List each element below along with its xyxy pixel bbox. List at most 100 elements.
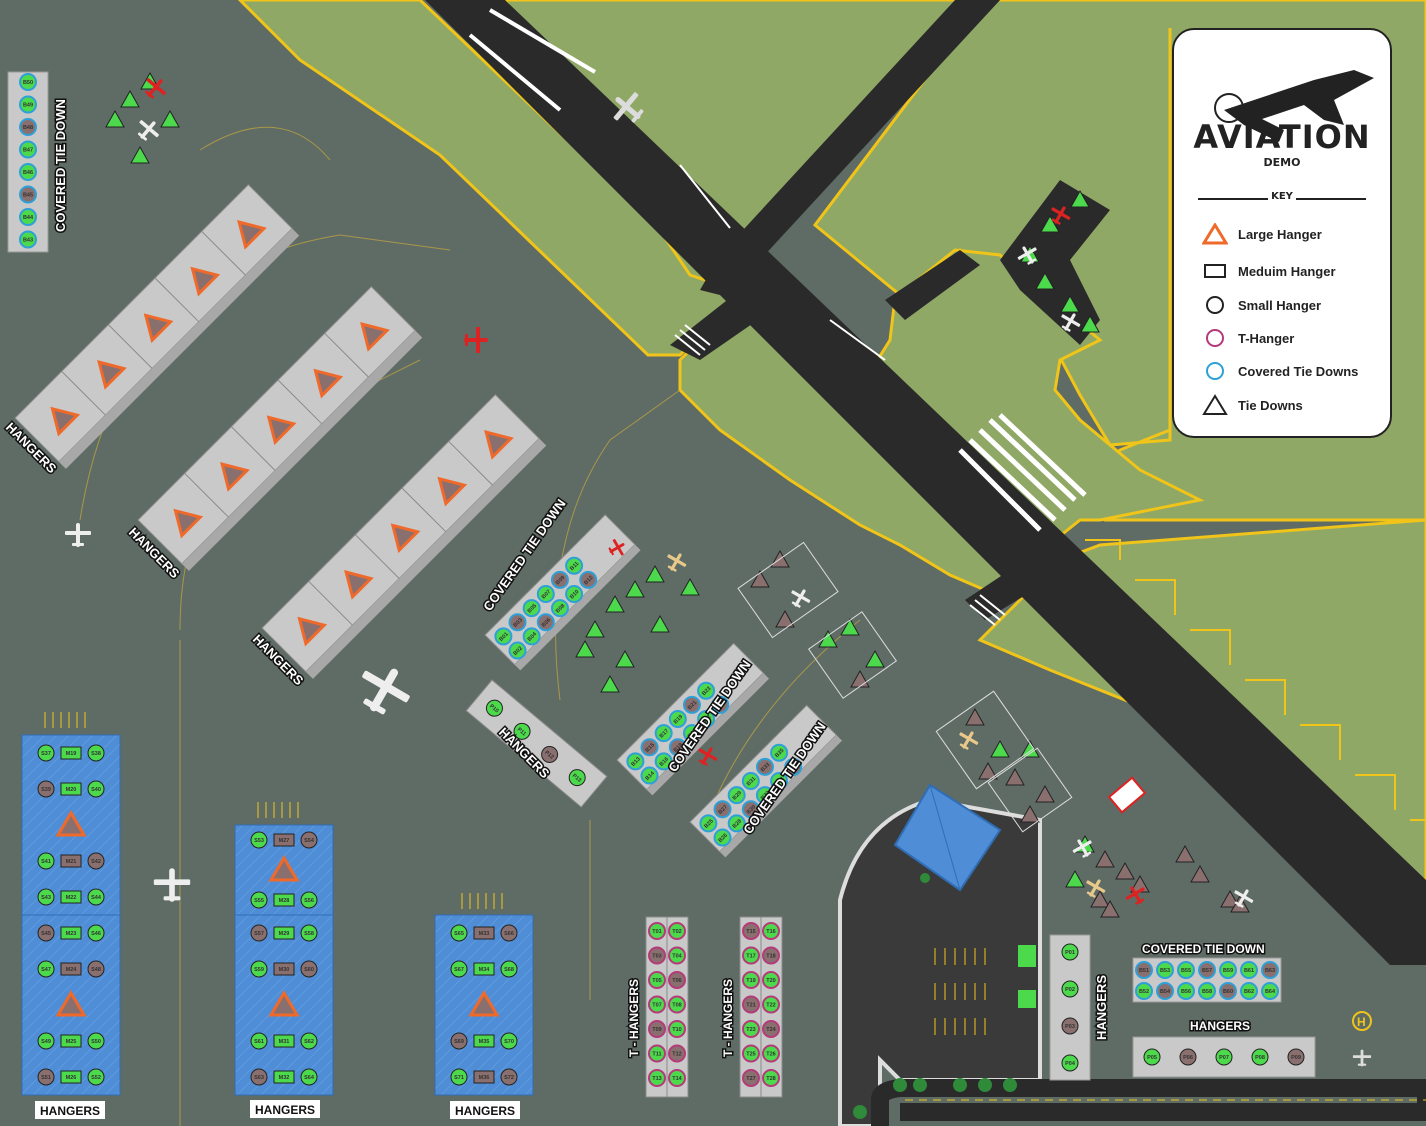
small-hanger-slot[interactable]: S61 [250, 1032, 268, 1050]
small-hanger-slot[interactable]: S55 [250, 891, 268, 909]
medium-hanger-slot[interactable]: M20 [60, 782, 82, 796]
small-hanger-slot[interactable]: S46 [87, 924, 105, 942]
t-hanger-slot[interactable]: T28 [762, 1069, 780, 1087]
covered-tie-down-slot[interactable]: B06 [534, 611, 557, 634]
t-hanger-slot[interactable]: T25 [742, 1044, 760, 1063]
small-hanger-slot[interactable]: S64 [300, 1068, 318, 1086]
small-hanger-slot[interactable]: S57 [250, 924, 268, 942]
medium-hanger-slot[interactable]: M23 [60, 926, 82, 940]
t-hanger-slot[interactable]: T13 [648, 1069, 666, 1087]
tie-down-spot[interactable] [1080, 314, 1100, 333]
t-hanger-slot[interactable]: T14 [668, 1069, 686, 1087]
t-hanger-slot[interactable]: T27 [742, 1069, 760, 1087]
small-hanger-slot[interactable]: P02 [1061, 980, 1079, 998]
tie-down-spot[interactable] [1090, 889, 1110, 908]
small-hanger-slot[interactable]: P06 [1179, 1048, 1197, 1066]
tie-down-spot[interactable] [600, 674, 620, 693]
large-hanger-icon[interactable] [306, 362, 344, 399]
tie-down-spot[interactable] [990, 739, 1010, 758]
large-hanger-icon[interactable] [477, 423, 514, 460]
small-hanger-slot[interactable]: P08 [1251, 1048, 1269, 1066]
small-hanger-slot[interactable]: P10 [483, 697, 506, 720]
small-hanger-slot[interactable]: S59 [250, 960, 268, 978]
covered-tie-down-slot[interactable]: B36 [782, 756, 805, 779]
covered-tie-down-slot[interactable]: B48 [19, 118, 37, 136]
tie-down-spot[interactable] [605, 594, 625, 613]
covered-tie-down-slot[interactable]: B53 [1156, 961, 1174, 979]
small-hanger-slot[interactable]: P01 [1061, 943, 1079, 961]
t-hanger-slot[interactable]: T09 [648, 1020, 666, 1038]
t-hanger-slot[interactable]: T17 [742, 946, 760, 965]
covered-tie-down-slot[interactable]: B29 [725, 784, 748, 807]
tie-down-spot[interactable] [775, 609, 795, 628]
tie-down-spot[interactable] [645, 564, 665, 583]
medium-hanger-slot[interactable]: M36 [473, 1070, 495, 1084]
covered-tie-down-slot[interactable]: B25 [697, 812, 720, 835]
covered-tie-down-slot[interactable]: B50 [19, 73, 37, 91]
tie-down-spot[interactable] [1190, 864, 1210, 883]
large-hanger-icon[interactable] [260, 408, 297, 446]
tie-down-spot[interactable] [160, 109, 180, 128]
t-hanger-slot[interactable]: T12 [668, 1044, 686, 1063]
large-hanger-icon[interactable] [55, 990, 87, 1017]
tie-down-spot[interactable] [575, 639, 595, 658]
covered-tie-down-slot[interactable]: B54 [1156, 982, 1174, 1000]
covered-tie-down-slot[interactable]: B58 [1198, 982, 1216, 1000]
medium-hanger-slot[interactable]: M31 [273, 1034, 295, 1048]
small-hanger-slot[interactable]: P12 [538, 743, 561, 766]
covered-tie-down-slot[interactable]: B13 [624, 750, 647, 773]
small-hanger-slot[interactable]: S49 [37, 1032, 55, 1050]
covered-tie-down-slot[interactable]: B60 [1219, 982, 1237, 1000]
covered-tie-down-slot[interactable]: B59 [1219, 961, 1237, 979]
t-hanger-slot[interactable]: T22 [762, 995, 780, 1014]
tie-down-spot[interactable] [585, 619, 605, 638]
medium-hanger-slot[interactable]: M25 [60, 1034, 82, 1048]
covered-tie-down-slot[interactable]: B22 [695, 708, 718, 731]
small-hanger-slot[interactable]: S70 [500, 1032, 518, 1050]
covered-tie-down-slot[interactable]: B51 [1135, 961, 1153, 979]
t-hanger-slot[interactable]: T20 [762, 971, 780, 989]
covered-tie-down-slot[interactable]: B44 [19, 208, 37, 226]
small-hanger-slot[interactable]: S40 [87, 780, 105, 798]
small-hanger-slot[interactable]: S53 [250, 831, 268, 849]
small-hanger-slot[interactable]: S60 [300, 960, 318, 978]
tie-down-spot[interactable] [1020, 804, 1040, 823]
covered-tie-down-slot[interactable]: B23 [695, 679, 718, 702]
t-hanger-slot[interactable]: T24 [762, 1020, 780, 1038]
large-hanger-icon[interactable] [55, 810, 87, 837]
covered-tie-down-slot[interactable]: B34 [768, 770, 791, 793]
covered-tie-down-slot[interactable]: B26 [711, 826, 734, 849]
tie-down-spot[interactable] [650, 614, 670, 633]
medium-hanger-slot[interactable]: M21 [60, 854, 82, 868]
tie-down-spot[interactable] [1035, 784, 1055, 803]
tie-down-spot[interactable] [840, 617, 860, 636]
medium-hanger-slot[interactable]: M24 [60, 962, 82, 976]
tie-down-spot[interactable] [1020, 739, 1040, 758]
small-hanger-slot[interactable]: P05 [1143, 1048, 1161, 1066]
covered-tie-down-slot[interactable]: B18 [666, 736, 689, 759]
covered-tie-down-slot[interactable]: B15 [638, 736, 661, 759]
medium-hanger-slot[interactable]: M27 [273, 833, 295, 847]
tie-down-spot[interactable] [615, 649, 635, 668]
small-hanger-slot[interactable]: S67 [450, 960, 468, 978]
covered-tie-down-slot[interactable]: B11 [563, 554, 586, 577]
covered-tie-down-slot[interactable]: B32 [754, 784, 777, 807]
small-hanger-slot[interactable]: S69 [450, 1032, 468, 1050]
t-hanger-slot[interactable]: T01 [648, 922, 666, 940]
tie-down-spot[interactable] [120, 89, 140, 108]
large-hanger-icon[interactable] [337, 563, 374, 600]
small-hanger-slot[interactable]: S37 [37, 744, 55, 762]
covered-tie-down-slot[interactable]: B19 [666, 708, 689, 731]
covered-tie-down-slot[interactable]: B17 [652, 722, 675, 745]
tie-down-spot[interactable] [1040, 214, 1060, 233]
t-hanger-slot[interactable]: T26 [762, 1044, 780, 1063]
tie-down-spot[interactable] [1060, 294, 1080, 313]
small-hanger-slot[interactable]: P11 [511, 720, 534, 743]
covered-tie-down-slot[interactable]: B62 [1240, 982, 1258, 1000]
small-hanger-slot[interactable]: S63 [250, 1068, 268, 1086]
covered-tie-down-slot[interactable]: B07 [534, 583, 557, 606]
covered-tie-down-slot[interactable]: B03 [506, 611, 529, 634]
small-hanger-slot[interactable]: S43 [37, 888, 55, 906]
covered-tie-down-slot[interactable]: B24 [709, 694, 732, 717]
large-hanger-icon[interactable] [183, 260, 221, 297]
